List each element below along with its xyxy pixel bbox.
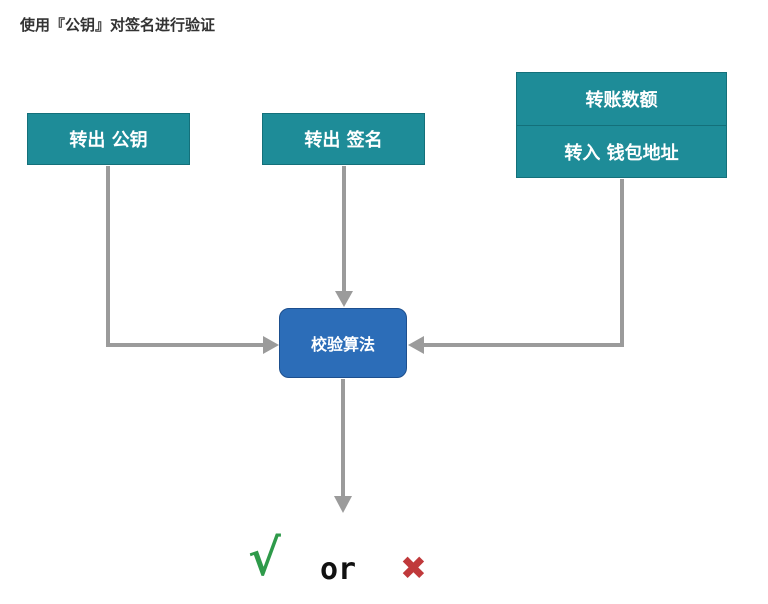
diagram-title: 使用『公钥』对签名进行验证 [20, 16, 216, 34]
arrowhead-down-signature [335, 291, 353, 307]
address-row: 转入 钱包地址 [517, 126, 726, 178]
verification-algorithm-node: 校验算法 [279, 308, 407, 378]
connector-public-key-to-algorithm [106, 166, 266, 347]
arrowhead-left [408, 336, 424, 354]
algorithm-label: 校验算法 [310, 335, 375, 354]
public-key-label: 转出 公钥 [69, 130, 148, 151]
connector-tx-data-to-algorithm [422, 179, 624, 347]
amount-row: 转账数额 [517, 73, 726, 125]
signature-label: 转出 签名 [304, 130, 383, 151]
public-key-node: 转出 公钥 [27, 113, 190, 165]
arrowhead-right [263, 336, 279, 354]
transaction-divider [517, 125, 726, 126]
or-label: or [320, 552, 357, 587]
transaction-data-node: 转账数额 转入 钱包地址 [516, 72, 727, 178]
address-label: 转入 钱包地址 [564, 143, 679, 164]
cross-icon: ✖ [400, 549, 427, 587]
check-icon: √ [248, 528, 281, 587]
arrowhead-down-result [334, 496, 352, 513]
signature-node: 转出 签名 [262, 113, 425, 165]
amount-label: 转账数额 [585, 90, 658, 111]
verification-result: √ or ✖ [240, 528, 450, 592]
